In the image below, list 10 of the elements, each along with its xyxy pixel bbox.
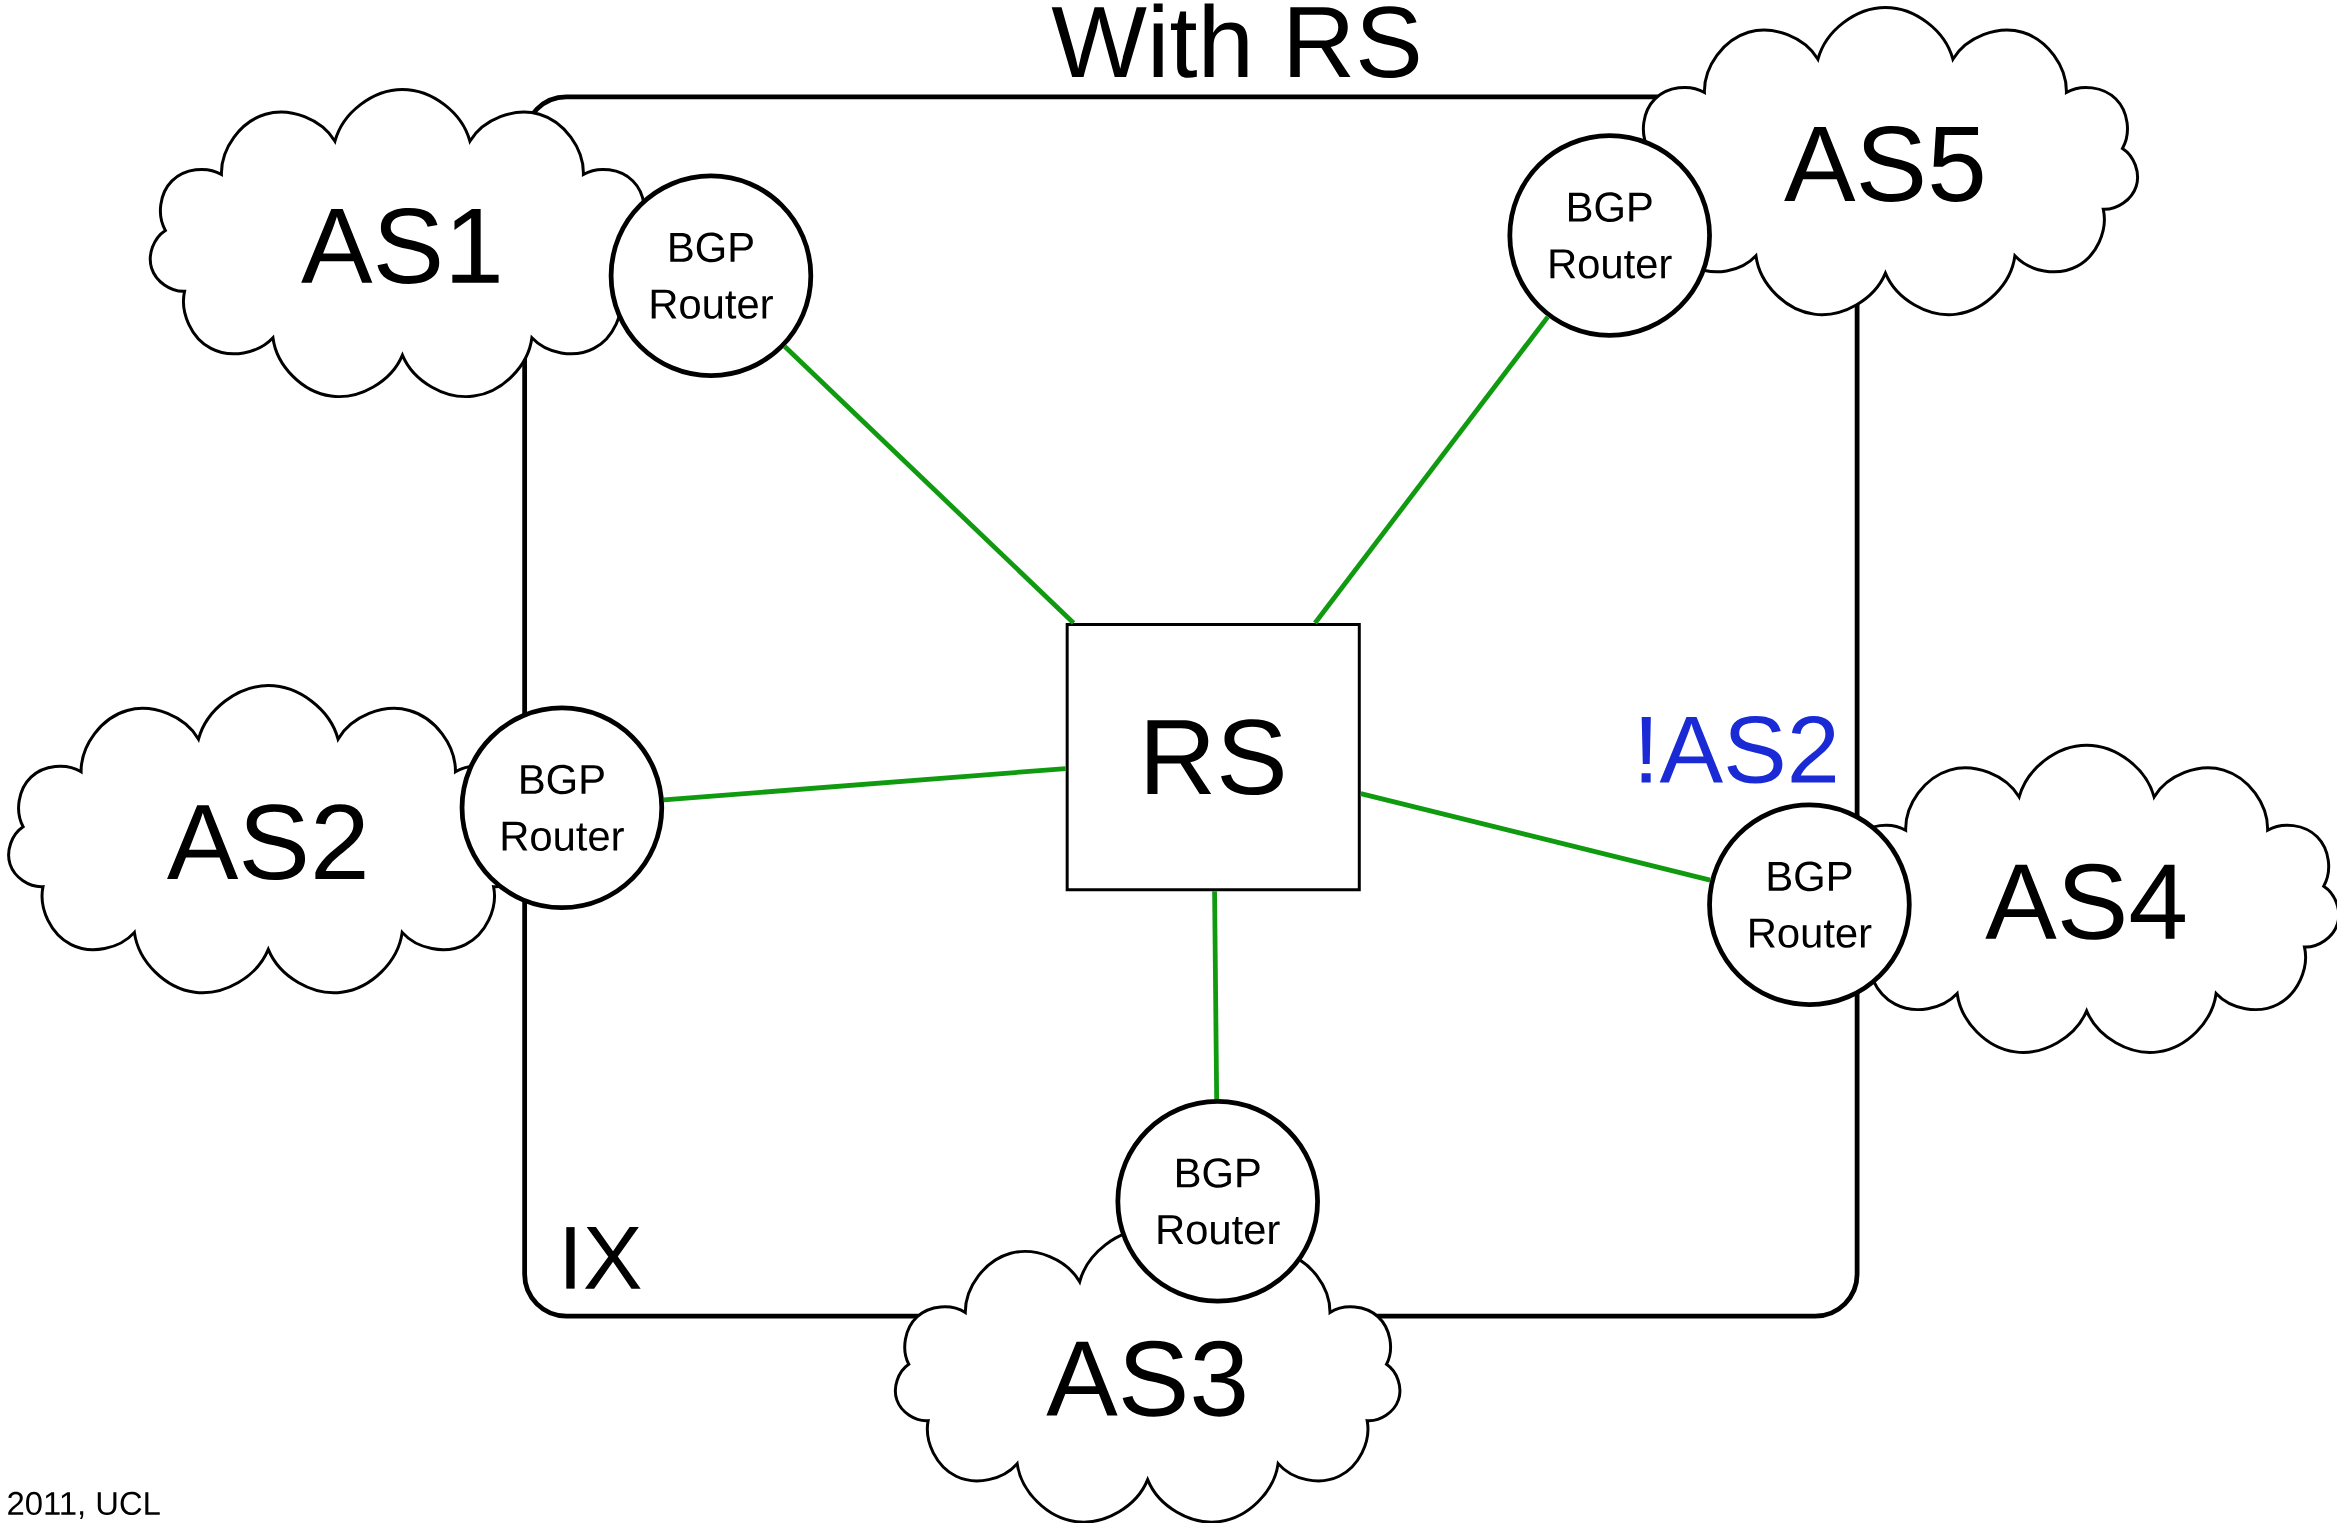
annotation: !AS2 <box>1641 715 1835 784</box>
connector <box>1212 891 1220 1099</box>
footer-text: 2011, UCL <box>8 1491 160 1519</box>
node-label: AS3 <box>1046 1340 1245 1417</box>
connector <box>1313 315 1550 625</box>
connector <box>663 766 1066 803</box>
route-server-box: RS <box>1065 622 1361 892</box>
title: With RS <box>1051 3 1419 78</box>
connector <box>1360 791 1711 883</box>
connector <box>783 344 1076 625</box>
